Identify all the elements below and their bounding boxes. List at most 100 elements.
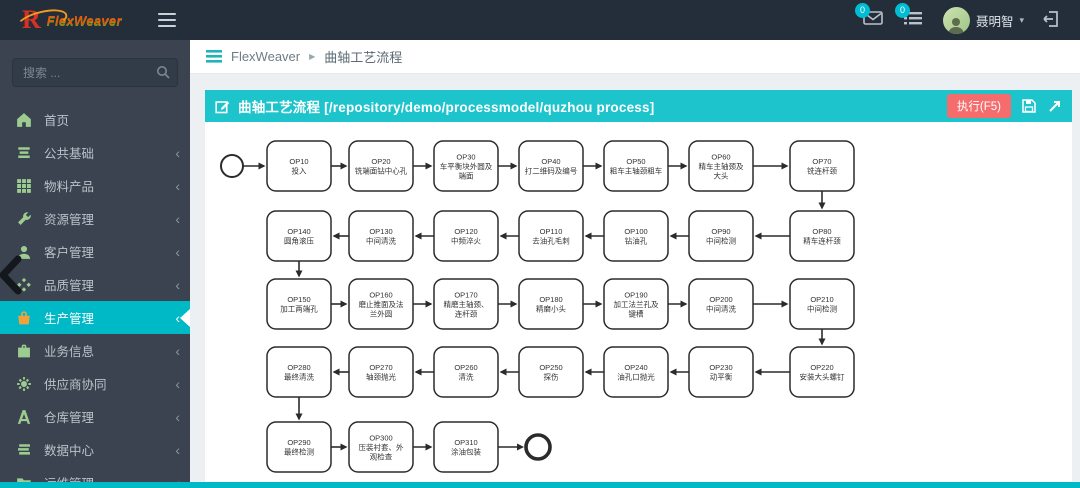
sidebar-item-warehouse[interactable]: 仓库管理‹: [0, 400, 190, 433]
breadcrumb-menu-icon[interactable]: [206, 50, 222, 63]
sidebar-item-label: 数据中心: [44, 444, 95, 458]
flow-node-label: 圆角滚压: [284, 236, 314, 246]
process-panel-header: 曲轴工艺流程 [/repository/demo/processmodel/qu…: [205, 90, 1072, 122]
sidebar-item-home[interactable]: 首页: [0, 103, 190, 136]
search-input[interactable]: [12, 58, 178, 87]
flow-node-label: OP230: [709, 363, 732, 372]
flow-node-label: 轴颈抛光: [366, 372, 396, 382]
flow-node-label: OP250: [539, 363, 562, 372]
flow-node-label: 最终清洗: [284, 372, 314, 382]
flow-node-label: 安装大头螺钉: [800, 372, 845, 382]
avatar: [942, 6, 970, 34]
sidebar-item-label: 物料产品: [44, 180, 95, 194]
flow-node-label: 精磨主轴颈、: [444, 299, 489, 309]
flow-node-label: OP10: [289, 157, 308, 166]
flow-node-label: 连杆颈: [455, 308, 478, 318]
user-menu[interactable]: 聂明智 ▾: [942, 6, 1024, 34]
flow-end-event[interactable]: [524, 433, 552, 461]
flow-node-label: 铣连杆颈: [807, 166, 837, 176]
flow-node-label: OP260: [454, 363, 477, 372]
flow-node-label: OP190: [624, 290, 647, 299]
flow-node-label: OP310: [454, 438, 477, 447]
sidebar-item-material[interactable]: 物料产品 ‹: [0, 169, 190, 202]
chevron-left-icon: ‹: [175, 375, 180, 392]
flow-node-label: OP130: [369, 227, 392, 236]
collapse-back-icon[interactable]: [0, 254, 23, 301]
sidebar-item-business[interactable]: 业务信息‹: [0, 334, 190, 367]
flow-node-label: 铣端面钻中心孔: [355, 166, 408, 176]
sidebar-item-production[interactable]: 生产管理‹: [0, 301, 190, 334]
sidebar-item-quality[interactable]: 品质管理‹: [0, 268, 190, 301]
flow-node-label: 精车主轴颈及: [699, 161, 744, 171]
search-icon[interactable]: [156, 65, 170, 84]
flow-start-event[interactable]: [220, 154, 244, 178]
chevron-left-icon: ‹: [175, 177, 180, 194]
topbar-hamburger-icon[interactable]: [158, 13, 178, 31]
logout-button[interactable]: [1042, 10, 1064, 30]
flow-node-label: 清洗: [459, 372, 474, 382]
app-logo[interactable]: R FlexWeaver: [0, 5, 150, 37]
execute-button[interactable]: 执行(F5): [946, 94, 1011, 118]
chevron-left-icon: ‹: [175, 441, 180, 458]
flow-node-label: OP160: [369, 290, 392, 299]
flow-node-label: 磨止推面及法: [359, 299, 404, 309]
sidebar-item-data-center[interactable]: 数据中心 ‹: [0, 433, 190, 466]
logo-letter: R: [22, 5, 41, 34]
expand-icon[interactable]: [1047, 99, 1062, 114]
messages-button[interactable]: 0: [854, 3, 885, 30]
sidebar-item-customer[interactable]: 客户管理‹: [0, 235, 190, 268]
flow-node-label: 精车连杆颈: [803, 236, 841, 246]
sidebar: 首页公共基础‹物料产品‹资源管理‹客户管理‹品质管理‹生产管理‹业务信息‹供应商…: [0, 40, 190, 488]
save-icon[interactable]: [1021, 98, 1037, 114]
sidebar-item-supplier[interactable]: 供应商协同‹: [0, 367, 190, 400]
grid-icon: [17, 178, 31, 193]
logout-icon: [1043, 11, 1058, 27]
sidebar-item-common-base[interactable]: 公共基础‹: [0, 136, 190, 169]
flow-node-label: 中频淬火: [451, 236, 481, 246]
sidebar-item-label: 客户管理: [44, 246, 95, 260]
flow-node-label: 兰外圆: [370, 308, 393, 318]
chevron-left-icon: ‹: [175, 408, 180, 425]
breadcrumb-app[interactable]: FlexWeaver: [231, 49, 301, 64]
flow-node-label: 油孔口抛光: [617, 372, 655, 382]
todo-button[interactable]: 0: [894, 3, 925, 30]
basket-icon: [18, 310, 30, 324]
flow-node-label: 中间清洗: [366, 236, 396, 246]
sidebar-item-resource[interactable]: 资源管理‹: [0, 202, 190, 235]
wrench-icon: [18, 211, 31, 225]
flow-node-label: OP80: [812, 227, 831, 236]
flow-node-label: 最终检测: [284, 447, 314, 457]
